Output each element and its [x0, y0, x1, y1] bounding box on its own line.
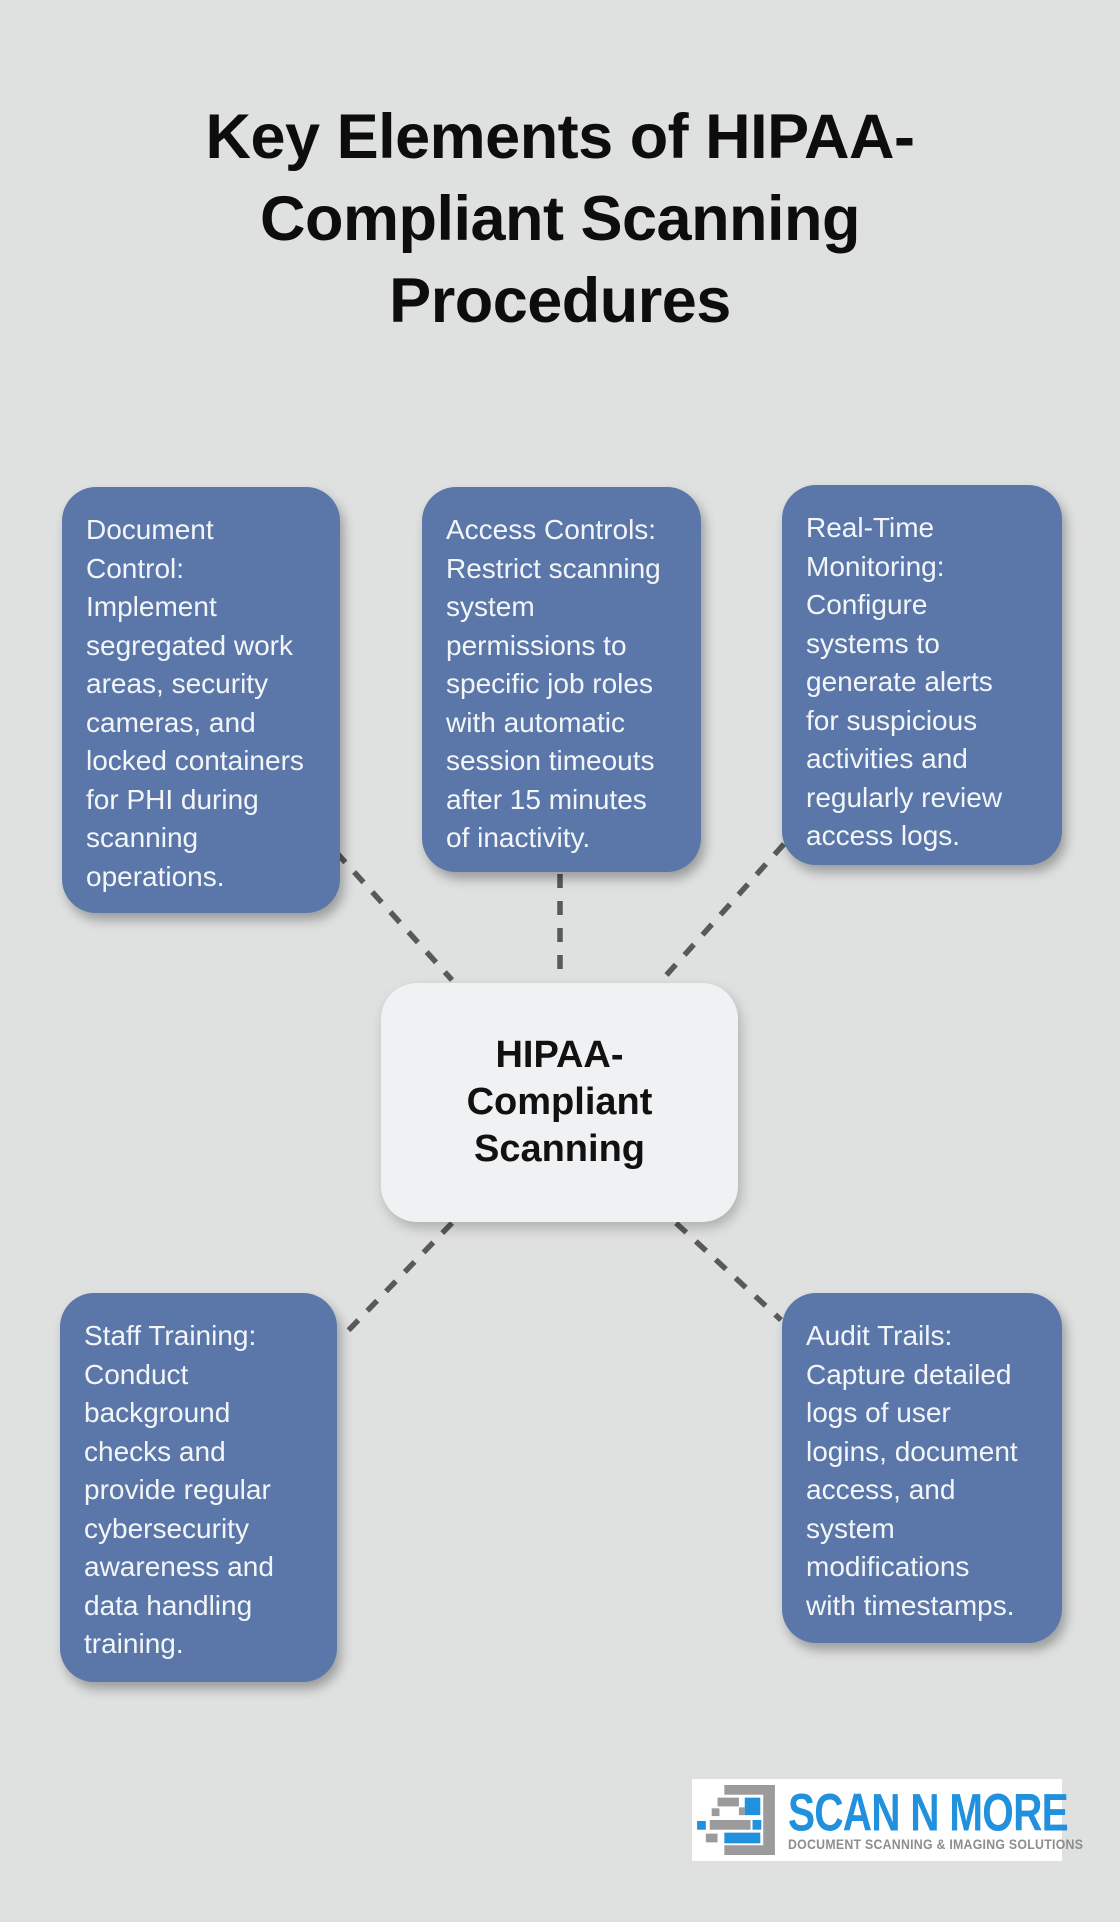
element-box-document-control: Document Control: Implement segregated w…: [62, 487, 340, 913]
logo-name: SCAN N MORE: [788, 1782, 1069, 1843]
pixel-document-icon: [697, 1785, 775, 1855]
element-box-real-time-monitoring: Real-Time Monitoring: Configure systems …: [782, 485, 1062, 865]
scan-n-more-logo: SCAN N MORE DOCUMENT SCANNING & IMAGING …: [692, 1779, 1083, 1861]
central-topic-node: HIPAA- Compliant Scanning: [381, 983, 738, 1222]
connector-document-control: [333, 850, 455, 982]
connector-real-time-monitoring: [659, 842, 787, 982]
element-box-access-controls: Access Controls: Restrict scanning syste…: [422, 487, 701, 872]
connector-audit-trails: [674, 1220, 783, 1323]
logo-tagline: DOCUMENT SCANNING & IMAGING SOLUTIONS: [788, 1835, 1084, 1852]
page-title: Key Elements of HIPAA- Compliant Scannin…: [205, 102, 915, 336]
element-box-audit-trails: Audit Trails: Capture detailed logs of u…: [782, 1293, 1062, 1643]
connector-staff-training: [342, 1221, 454, 1337]
element-box-staff-training: Staff Training: Conduct background check…: [60, 1293, 337, 1682]
logo-text-block: SCAN N MORE DOCUMENT SCANNING & IMAGING …: [788, 1782, 1120, 1852]
